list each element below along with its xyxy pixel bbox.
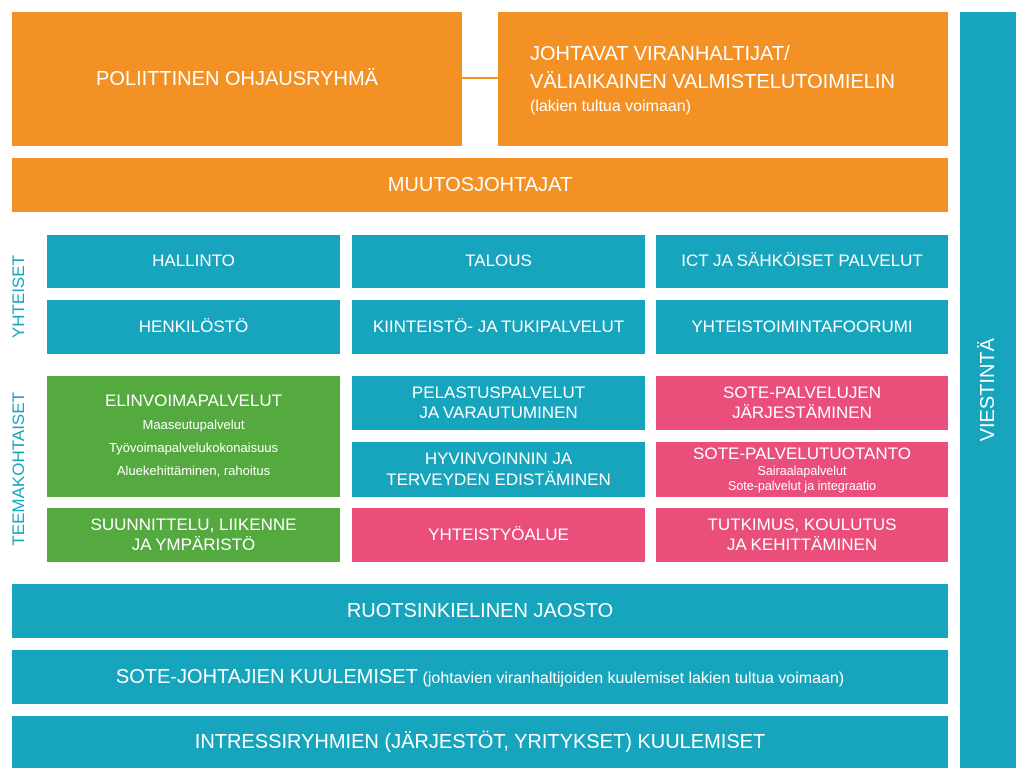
thematic-hyvinvointi-line: HYVINVOINNIN JA <box>424 449 573 469</box>
leading-officials-line1: JOHTAVAT VIRANHALTIJAT/ <box>530 43 790 65</box>
thematic-sote-tuotanto-box: SOTE-PALVELUTUOTANTO Sairaalapalvelut So… <box>656 442 948 497</box>
common-henkilosto-label: HENKILÖSTÖ <box>138 316 249 336</box>
common-ict-label: ICT JA SÄHKÖISET PALVELUT <box>681 251 923 271</box>
change-leaders-box: MUUTOSJOHTAJAT <box>12 158 948 212</box>
sote-hearings-text: SOTE-JOHTAJIEN KUULEMISET (johtavien vir… <box>116 665 844 689</box>
leading-officials-note: (lakien tultua voimaan) <box>530 98 691 115</box>
thematic-section-text: TEEMAKOHTAISET <box>9 392 28 546</box>
common-talous-box: TALOUS <box>352 235 645 288</box>
thematic-sote-tuotanto-item: Sairaalapalvelut <box>757 463 847 478</box>
thematic-yhteistyoalue-box: YHTEISTYÖALUE <box>352 508 645 562</box>
stakeholder-hearings-label: INTRESSIRYHMIEN (JÄRJESTÖT, YRITYKSET) K… <box>194 731 766 753</box>
thematic-sote-tuotanto-title: SOTE-PALVELUTUOTANTO <box>693 443 911 463</box>
stakeholder-hearings-box: INTRESSIRYHMIEN (JÄRJESTÖT, YRITYKSET) K… <box>12 716 948 768</box>
swedish-section-label: RUOTSINKIELINEN JAOSTO <box>346 600 614 622</box>
thematic-suunnittelu-line: JA YMPÄRISTÖ <box>131 535 256 554</box>
thematic-elinvoima-item: Aluekehittäminen, rahoitus <box>116 463 271 479</box>
common-section-label: YHTEISET <box>6 238 32 356</box>
thematic-hyvinvointi-box: HYVINVOINNIN JA TERVEYDEN EDISTÄMINEN <box>352 442 645 497</box>
common-ict-box: ICT JA SÄHKÖISET PALVELUT <box>656 235 948 288</box>
communication-label: VIESTINTÄ <box>977 338 999 442</box>
thematic-hyvinvointi-line: TERVEYDEN EDISTÄMINEN <box>386 469 611 489</box>
top-boxes-connector <box>462 77 498 79</box>
common-talous-label: TALOUS <box>465 251 532 271</box>
thematic-pelastus-line: PELASTUSPALVELUT <box>411 382 586 402</box>
thematic-tutkimus-line: TUTKIMUS, KOULUTUS <box>707 514 897 534</box>
thematic-elinvoima-item: Maaseutupalvelut <box>142 417 245 433</box>
thematic-yhteistyoalue-line: YHTEISTYÖALUE <box>428 524 569 544</box>
communication-bar: VIESTINTÄ <box>960 12 1016 768</box>
common-kiinteisto-box: KIINTEISTÖ- JA TUKIPALVELUT <box>352 300 645 354</box>
swedish-section-box: RUOTSINKIELINEN JAOSTO <box>12 584 948 638</box>
thematic-pelastus-line: JA VARAUTUMINEN <box>419 403 578 422</box>
thematic-tutkimus-box: TUTKIMUS, KOULUTUS JA KEHITTÄMINEN <box>656 508 948 562</box>
thematic-suunnittelu-line: SUUNNITTELU, LIIKENNE <box>90 514 297 534</box>
thematic-elinvoima-item: Työvoimapalvelukokonaisuus <box>108 440 279 456</box>
common-section-text: YHTEISET <box>9 255 28 339</box>
thematic-pelastus-box: PELASTUSPALVELUT JA VARAUTUMINEN <box>352 376 645 430</box>
thematic-sote-jarjestaminen-line: JÄRJESTÄMINEN <box>732 403 872 422</box>
thematic-elinvoima-box: ELINVOIMAPALVELUT Maaseutupalvelut Työvo… <box>47 376 340 497</box>
common-yhteistoiminta-label: YHTEISTOIMINTAFOORUMI <box>691 316 913 336</box>
thematic-section-label: TEEMAKOHTAISET <box>6 376 32 562</box>
sote-hearings-box: SOTE-JOHTAJIEN KUULEMISET (johtavien vir… <box>12 650 948 704</box>
common-henkilosto-box: HENKILÖSTÖ <box>47 300 340 354</box>
political-steering-group-box: POLIITTINEN OHJAUSRYHMÄ <box>12 12 462 146</box>
thematic-tutkimus-line: JA KEHITTÄMINEN <box>726 535 878 554</box>
common-hallinto-label: HALLINTO <box>152 251 235 271</box>
thematic-sote-jarjestaminen-box: SOTE-PALVELUJEN JÄRJESTÄMINEN <box>656 376 948 430</box>
leading-officials-box: JOHTAVAT VIRANHALTIJAT/ VÄLIAIKAINEN VAL… <box>498 12 948 146</box>
thematic-sote-jarjestaminen-line: SOTE-PALVELUJEN <box>722 382 882 402</box>
change-leaders-label: MUUTOSJOHTAJAT <box>387 174 573 196</box>
sote-hearings-main: SOTE-JOHTAJIEN KUULEMISET <box>115 666 418 688</box>
leading-officials-line2: VÄLIAIKAINEN VALMISTELUTOIMIELIN <box>530 71 895 93</box>
common-yhteistoiminta-box: YHTEISTOIMINTAFOORUMI <box>656 300 948 354</box>
political-steering-group-label: POLIITTINEN OHJAUSRYHMÄ <box>96 68 378 90</box>
thematic-sote-tuotanto-item: Sote-palvelut ja integraatio <box>727 478 876 493</box>
thematic-elinvoima-title: ELINVOIMAPALVELUT <box>105 390 282 410</box>
common-hallinto-box: HALLINTO <box>47 235 340 288</box>
common-kiinteisto-label: KIINTEISTÖ- JA TUKIPALVELUT <box>372 316 625 336</box>
sote-hearings-note: (johtavien viranhaltijoiden kuulemiset l… <box>422 670 845 687</box>
thematic-suunnittelu-box: SUUNNITTELU, LIIKENNE JA YMPÄRISTÖ <box>47 508 340 562</box>
